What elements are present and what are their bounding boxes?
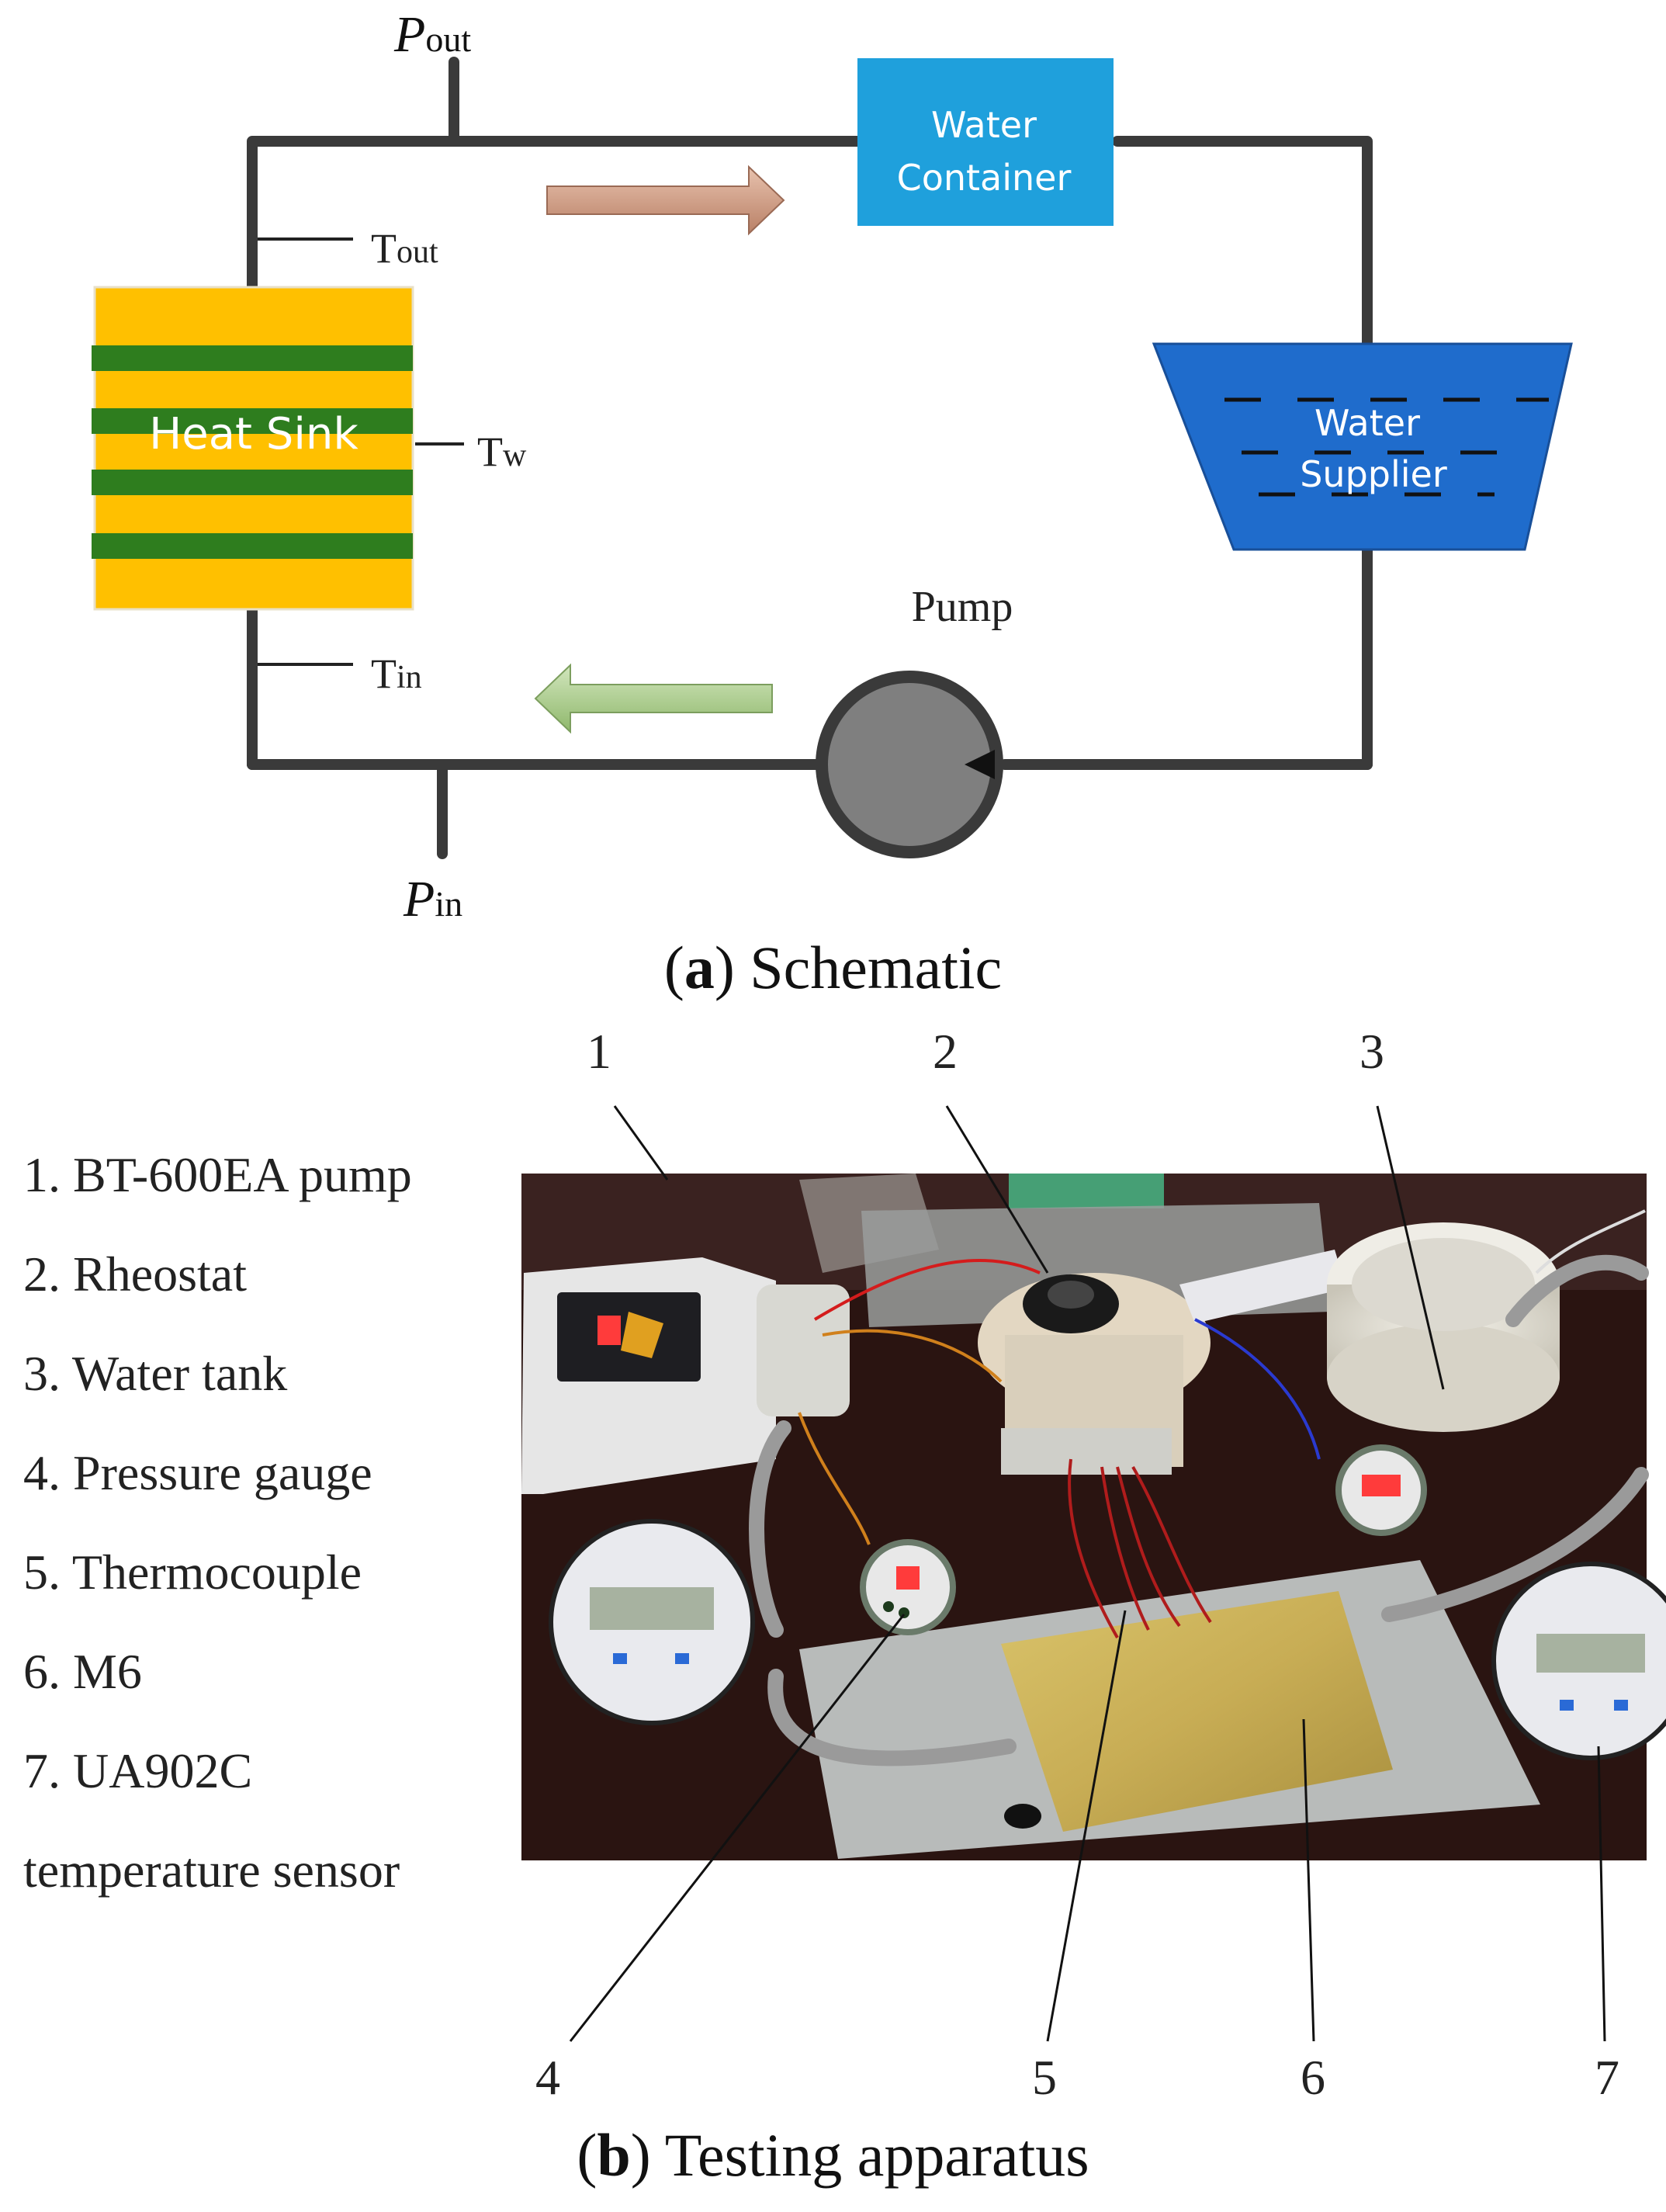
callout-number-3: 3: [1359, 1024, 1384, 1079]
photo-temp-sensor-right: [1491, 1562, 1666, 1760]
photo-pump-button: [621, 1312, 663, 1358]
legend-item-temp-sensor: 7. UA902C: [23, 1743, 253, 1798]
legend-item-m6: 6. M6: [23, 1644, 142, 1699]
water-supplier-label-line2: Supplier: [1300, 453, 1447, 495]
pump: Pump: [816, 583, 1013, 858]
heat-sink: Heat Sink: [92, 286, 414, 611]
callout-number-6: 6: [1301, 2050, 1325, 2105]
water-supplier-tank: [1152, 342, 1573, 551]
legend-item-thermocouple: 5. Thermocouple: [23, 1545, 362, 1600]
water-container-label-line1: Water: [931, 104, 1037, 146]
pump-body: [816, 671, 1003, 858]
flow-arrow-out: [546, 165, 785, 236]
photo-rheostat-mount: [1001, 1428, 1172, 1475]
schematic: Heat Sink Water Container Water Supplier: [92, 6, 1573, 927]
water-supplier: Water Supplier: [1152, 342, 1573, 551]
callout-leader-1: [613, 1105, 669, 1181]
callout-leader-5: [1046, 1610, 1127, 2042]
sensor-leaders: [258, 237, 464, 666]
callout-leader-3: [1376, 1105, 1445, 1390]
photo-pump-head: [757, 1285, 850, 1416]
flow-arrow-in: [534, 663, 773, 734]
photo-temp-sensor-left: [549, 1519, 755, 1725]
photo-wires: [798, 1209, 1646, 1638]
pipe-loop: [247, 57, 1373, 859]
label-p-out: Pout: [393, 6, 471, 63]
photo-power-strip: [1179, 1250, 1346, 1323]
pipe-top-left: [247, 136, 863, 293]
water-container-box: [857, 58, 1114, 226]
water-supplier-waterline: [1224, 397, 1549, 497]
label-t-in: Tin: [371, 650, 422, 697]
apparatus-photo: [521, 1174, 1666, 1860]
callout-leader-2: [945, 1105, 1049, 1274]
label-t-w: Tw: [477, 428, 527, 475]
photo-connector: [1004, 1804, 1041, 1829]
heat-sink-channel-1: [92, 345, 413, 371]
caption-a: (a) Schematic: [663, 934, 1003, 1001]
callout-leaders: [569, 1105, 1606, 2042]
callout-number-4: 4: [535, 2050, 560, 2105]
legend-item-rheostat: 2. Rheostat: [23, 1246, 247, 1302]
legend-item-pump: 1. BT-600EA pump: [23, 1147, 412, 1202]
legend-item-water-tank: 3. Water tank: [23, 1346, 288, 1401]
water-supplier-label-line1: Water: [1314, 402, 1420, 444]
photo-water-tank-inner: [1352, 1238, 1535, 1331]
callout-number-2: 2: [933, 1024, 958, 1079]
label-t-out: Tout: [371, 225, 438, 272]
heat-sink-channel-3: [92, 470, 413, 495]
pump-direction-arrowhead: [965, 750, 995, 779]
callout-leader-7: [1597, 1746, 1606, 2042]
photo-pressure-gauge-left: [860, 1539, 956, 1635]
water-container-label-line2: Container: [897, 157, 1072, 199]
photo-pump-display: [597, 1316, 621, 1345]
photo-rheostat-knob-top: [1048, 1281, 1094, 1309]
water-container: Water Container: [857, 58, 1114, 226]
callout-number-7: 7: [1595, 2050, 1619, 2105]
callout-leader-4: [569, 1614, 906, 2042]
heat-sink-channel-4: [92, 533, 413, 559]
heat-sink-channel-2: [92, 408, 413, 434]
callout-number-5: 5: [1032, 2050, 1057, 2105]
legend-item-pressure-gauge: 4. Pressure gauge: [23, 1445, 372, 1500]
photo-pressure-gauge-right: [1335, 1444, 1427, 1536]
callout-number-1: 1: [587, 1024, 611, 1079]
photo-green-light: [1009, 1174, 1164, 1208]
callout-leader-6: [1302, 1718, 1315, 2042]
heat-sink-label: Heat Sink: [149, 409, 358, 459]
apparatus-legend: 1. BT-600EA pump 2. Rheostat 3. Water ta…: [23, 1141, 504, 1936]
photo-brass-heat-sink: [1001, 1591, 1393, 1832]
label-p-in: Pin: [403, 871, 462, 927]
legend-item-temp-sensor-cont: temperature sensor: [23, 1843, 400, 1898]
pipe-top-right: [1112, 136, 1373, 351]
photo-tubing: [749, 1255, 1649, 1766]
pump-label: Pump: [912, 583, 1013, 631]
photo-water-tank-bottom: [1327, 1323, 1560, 1432]
caption-b: (b) Testing apparatus: [577, 2121, 1089, 2189]
